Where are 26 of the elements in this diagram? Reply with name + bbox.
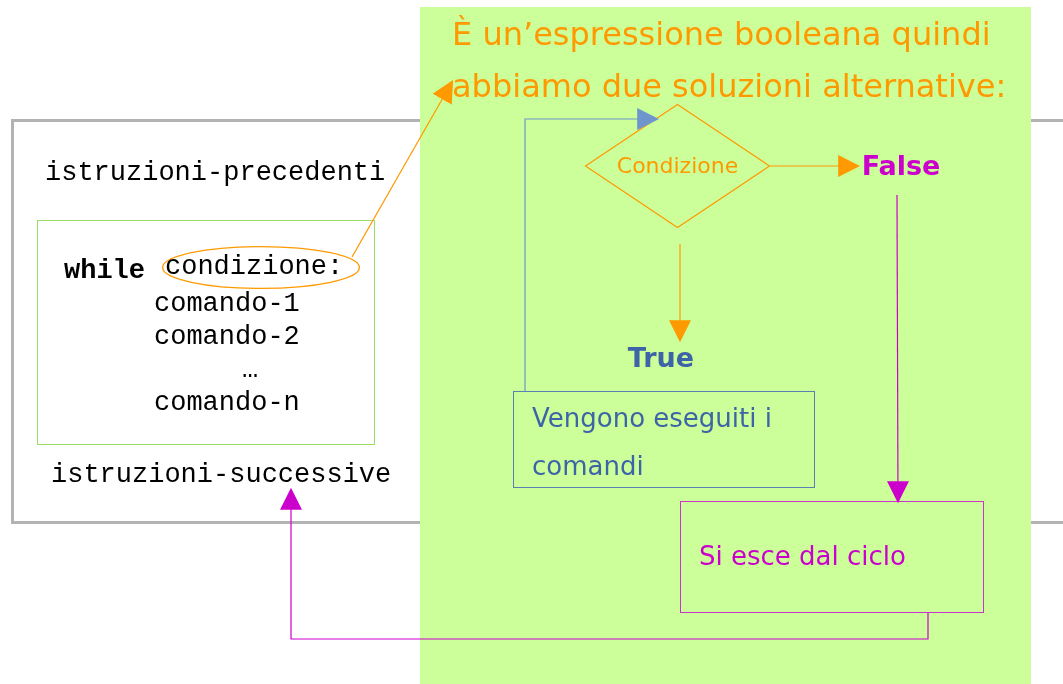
process-box [513,391,815,488]
code-line: istruzioni-precedenti [37,153,407,193]
process-text: Vengono eseguiti i comandi [531,402,773,483]
code-line: comando-n [154,387,300,420]
code-line: while [64,255,145,288]
arrow [351,80,454,258]
decision-diamond [585,104,770,228]
code-line: condizione: [165,251,344,284]
arrow [886,194,909,504]
arrow [669,243,691,343]
arrow [769,155,861,177]
branch-label: True [618,340,704,376]
arrow [280,487,929,640]
code-line: comando-2 [154,321,300,354]
process-box [680,501,984,613]
arrow [524,108,660,392]
note-heading: È un’espressione booleana quindi abbiamo due soluzioni alternative: [452,8,1017,112]
code-line: comando-1 [154,288,300,321]
code-line: istruzioni-successive [43,455,423,495]
condition-label: Condizione [615,152,740,180]
highlight-ellipse [162,246,360,289]
code-block [37,220,375,445]
process-text: Si esce dal ciclo [698,540,907,573]
code-line: … [242,354,259,387]
note-panel [420,7,1031,684]
branch-label: False [858,148,944,184]
